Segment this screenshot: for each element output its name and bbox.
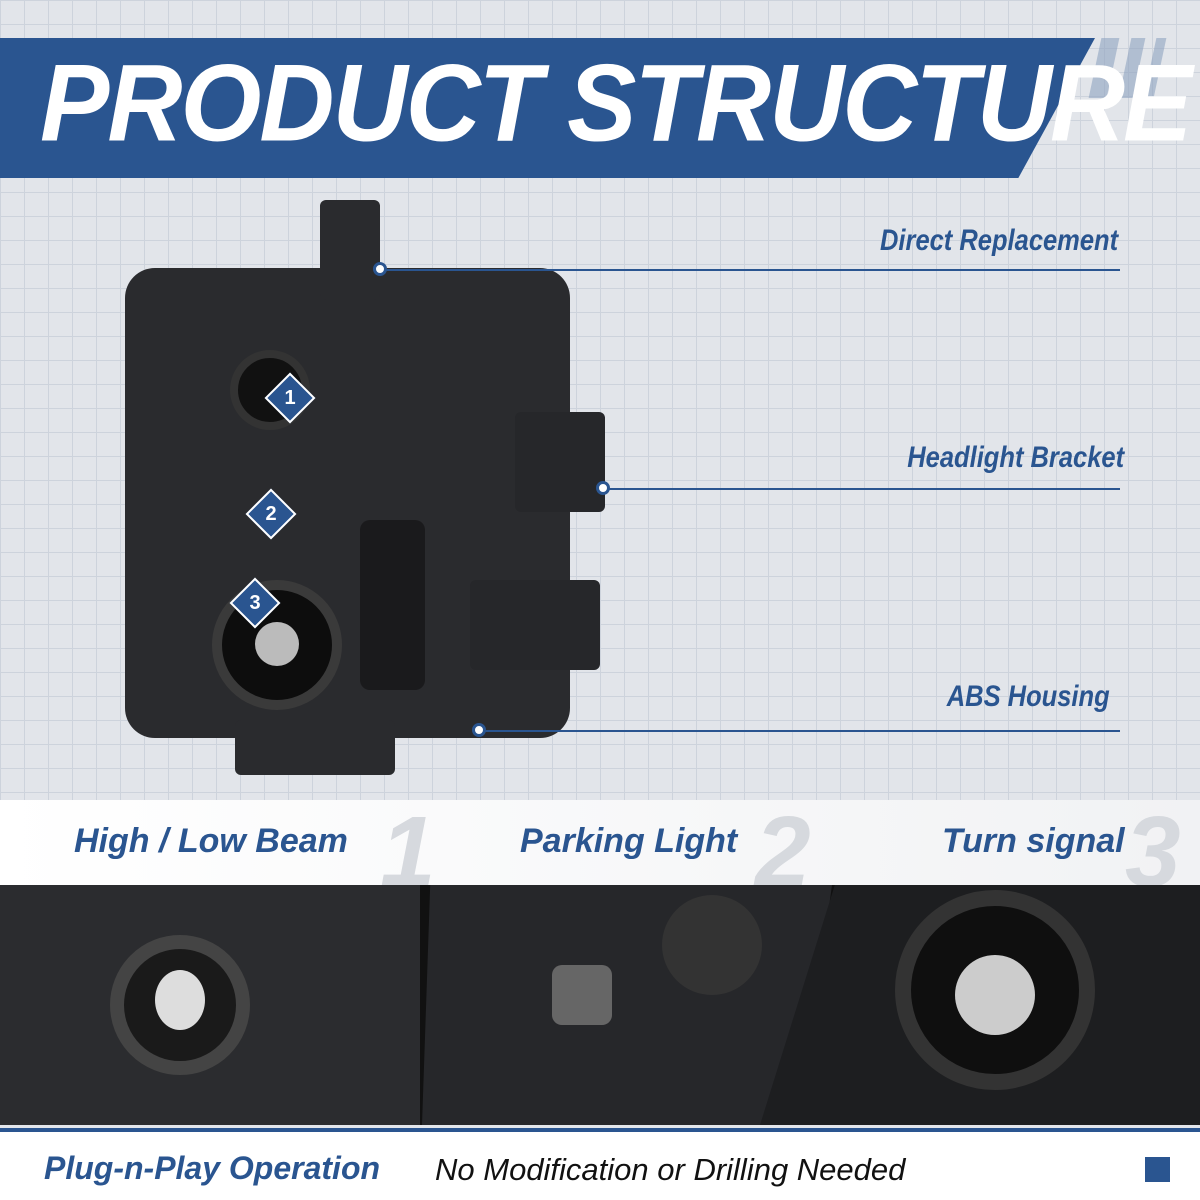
photo-high-low-beam (0, 885, 420, 1125)
footer-text: No Modification or Drilling Needed (435, 1152, 906, 1187)
feature-parking-light: Parking Light (520, 822, 738, 860)
title-banner (0, 38, 1095, 178)
feature-high-low-beam: High / Low Beam (74, 822, 348, 860)
footer-highlight: Plug-n-Play Operation (44, 1150, 381, 1186)
page-title: PRODUCT STRUCTURE (40, 43, 1192, 165)
callout-line (603, 488, 1120, 490)
footer: Plug-n-Play Operation No Modification or… (0, 1128, 1200, 1200)
callout-dot (596, 481, 610, 495)
photo-parking-light (422, 885, 832, 1125)
photo-turn-signal (760, 885, 1200, 1125)
callout-dot (472, 723, 486, 737)
feature-turn-signal: Turn signal (942, 822, 1125, 860)
callout-headlight-bracket: Headlight Bracket (907, 441, 1124, 474)
detail-photos (0, 885, 1200, 1125)
callout-direct-replacement: Direct Replacement (879, 224, 1118, 257)
feature-band (0, 800, 1200, 885)
square-icon (1145, 1157, 1170, 1182)
callout-line (479, 730, 1120, 732)
callout-line (380, 269, 1120, 271)
callout-abs-housing: ABS Housing (947, 680, 1110, 713)
callout-dot (373, 262, 387, 276)
